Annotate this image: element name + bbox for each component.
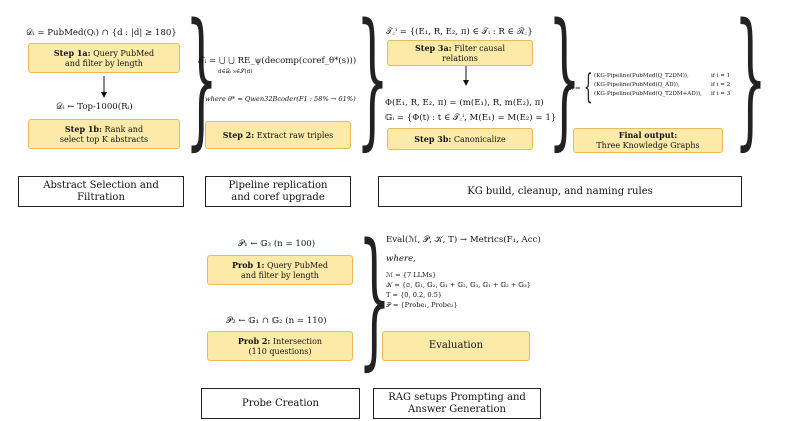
step-2-box: Step 2: Extract raw triples: [205, 121, 351, 149]
prob-2-text-line2: (110 questions): [248, 346, 312, 356]
final-output-text: Three Knowledge Graphs: [596, 141, 700, 150]
case-t2dm-expr: (KG-Pipeline(PubMed(Q_T2DM)),: [594, 73, 689, 79]
label-probe-creation: Probe Creation: [201, 388, 360, 419]
cases-brace: {: [584, 67, 593, 107]
label-kg-build: KG build, cleanup, and naming rules: [378, 176, 742, 207]
label-rag-setups: RAG setups Prompting and Answer Generati…: [373, 388, 541, 419]
step-1a-title: Step 1a:: [53, 47, 91, 58]
eq-graph-cases-lhs: 𝔾ᵢ =: [566, 84, 581, 92]
eq-graph-definition: 𝔾ᵢ = {Φ(t) : t ∈ 𝒯꜀ⁱ, M(E₁) = M(E₂) = 1}: [385, 113, 557, 123]
step-1a-text: Query PubMed: [93, 48, 155, 58]
prob-1-text-line2: and filter by length: [241, 270, 319, 280]
step-1b-box: Step 1b: Rank and select top K abstracts: [28, 119, 180, 149]
label-pipeline-replication-line2: and coref upgrade: [231, 191, 325, 203]
final-output-box: Final output: Three Knowledge Graphs: [573, 128, 723, 153]
prob-1-title: Prob 1:: [231, 259, 265, 270]
brace-panel4: }: [734, 0, 767, 164]
case-ad-cond: if i = 2: [711, 82, 731, 88]
eq-coref-model: where θ* = Qwen32Bcoder(F1 : 58% → 61%): [205, 95, 356, 103]
prob-1-text: Query PubMed: [266, 260, 329, 270]
brace-panel2: }: [356, 0, 389, 164]
eq-union-subscripts: d∈𝒟ᵢ s∈𝒮(d): [218, 69, 253, 75]
evaluation-text: Evaluation: [428, 340, 484, 351]
label-kg-build-text: KG build, cleanup, and naming rules: [467, 185, 653, 197]
eq-dataset-definition: 𝒟ᵢ = PubMed(Qᵢ) ∩ {d : |d| ≥ 180}: [26, 28, 177, 38]
def-probes: 𝒫 = {Probe₁, Probe₂}: [386, 301, 458, 309]
step-3a-text-line2: relations: [442, 53, 478, 63]
step-1a-box: Step 1a: Query PubMed and filter by leng…: [28, 43, 180, 73]
label-rag-setups-line1: RAG setups Prompting and: [388, 391, 526, 403]
step-3a-box: Step 3a: Filter causal relations: [387, 40, 533, 66]
step-1b-text: Rank and: [104, 124, 144, 134]
step-1b-title: Step 1b:: [64, 123, 102, 134]
label-abstract-selection: Abstract Selection and Filtration: [18, 176, 184, 207]
eq-phi-mapping: Φ(E₁, R, E₂, π) = (m(E₁), R, m(E₂), π): [385, 98, 544, 108]
def-models: ℳ = {7 LLMs}: [386, 271, 437, 279]
step-2-title: Step 2:: [222, 129, 255, 140]
label-pipeline-replication: Pipeline replication and coref upgrade: [205, 176, 351, 207]
step-2-text: Extract raw triples: [256, 130, 334, 140]
eq-probe2: 𝒫₂ ← 𝔾₁ ∩ 𝔾₂ (n = 110): [226, 316, 327, 326]
step-1a-text-line2: and filter by length: [65, 58, 143, 68]
label-rag-setups-line2: Answer Generation: [408, 403, 506, 415]
eq-eval: Eval(ℳ, 𝒫, 𝒦, T) → Metrics(F₁, Acc): [386, 235, 541, 245]
prob-2-title: Prob 2:: [237, 335, 271, 346]
eq-top-1000: 𝒟ᵢ ← Top-1000(Rᵢ): [56, 102, 133, 112]
step-3b-title: Step 3b:: [414, 133, 452, 144]
eq-probe1: 𝒫₁ ← 𝔾₃ (n = 100): [238, 239, 316, 249]
case-ad-expr: (KG-Pipeline(PubMed(Q_AD)),: [594, 82, 680, 88]
prob-1-box: Prob 1: Query PubMed and filter by lengt…: [207, 255, 353, 285]
label-pipeline-replication-line1: Pipeline replication: [228, 179, 328, 191]
case-t2dm-cond: if i = 1: [711, 73, 731, 79]
eq-causal-filter: 𝒯꜀ⁱ = {(E₁, R, E₂, π) ∈ 𝒯ᵢ : R ∈ ℛ꜀}: [386, 27, 533, 37]
step-3b-box: Step 3b: Canonicalize: [387, 128, 533, 150]
eq-triples-union: 𝒯ᵢ = ⋃ ⋃ RE_ψ(decomp(coref_θ*(s))): [198, 56, 357, 66]
case-t2dm-ad-cond: if i = 3: [711, 91, 731, 97]
def-temperatures: T = {0, 0.2, 0.5}: [386, 291, 443, 299]
step-1b-text-line2: select top K abstracts: [59, 134, 149, 144]
case-t2dm-ad-expr: (KG-Pipeline(PubMed(Q_T2DM+AD)),: [594, 91, 702, 97]
brace-panel3: }: [548, 0, 581, 164]
prob-2-box: Prob 2: Intersection (110 questions): [207, 331, 353, 361]
step-3a-title: Step 3a:: [414, 42, 452, 53]
step-3b-text: Canonicalize: [453, 134, 506, 144]
label-abstract-selection-text: Abstract Selection and Filtration: [43, 179, 159, 203]
prob-2-text: Intersection: [272, 336, 323, 346]
def-knowledge-sets: 𝒦 = {∅, 𝔾₁, 𝔾₂, 𝔾₁ + 𝔾₂, 𝔾₃, 𝔾₁ + 𝔾₂ + 𝔾…: [386, 281, 531, 289]
evaluation-box: Evaluation: [382, 331, 530, 361]
label-probe-creation-text: Probe Creation: [241, 397, 320, 409]
step-3a-text: Filter causal: [454, 43, 506, 53]
final-output-title: Final output:: [618, 130, 678, 140]
eq-where: where,: [386, 254, 416, 264]
